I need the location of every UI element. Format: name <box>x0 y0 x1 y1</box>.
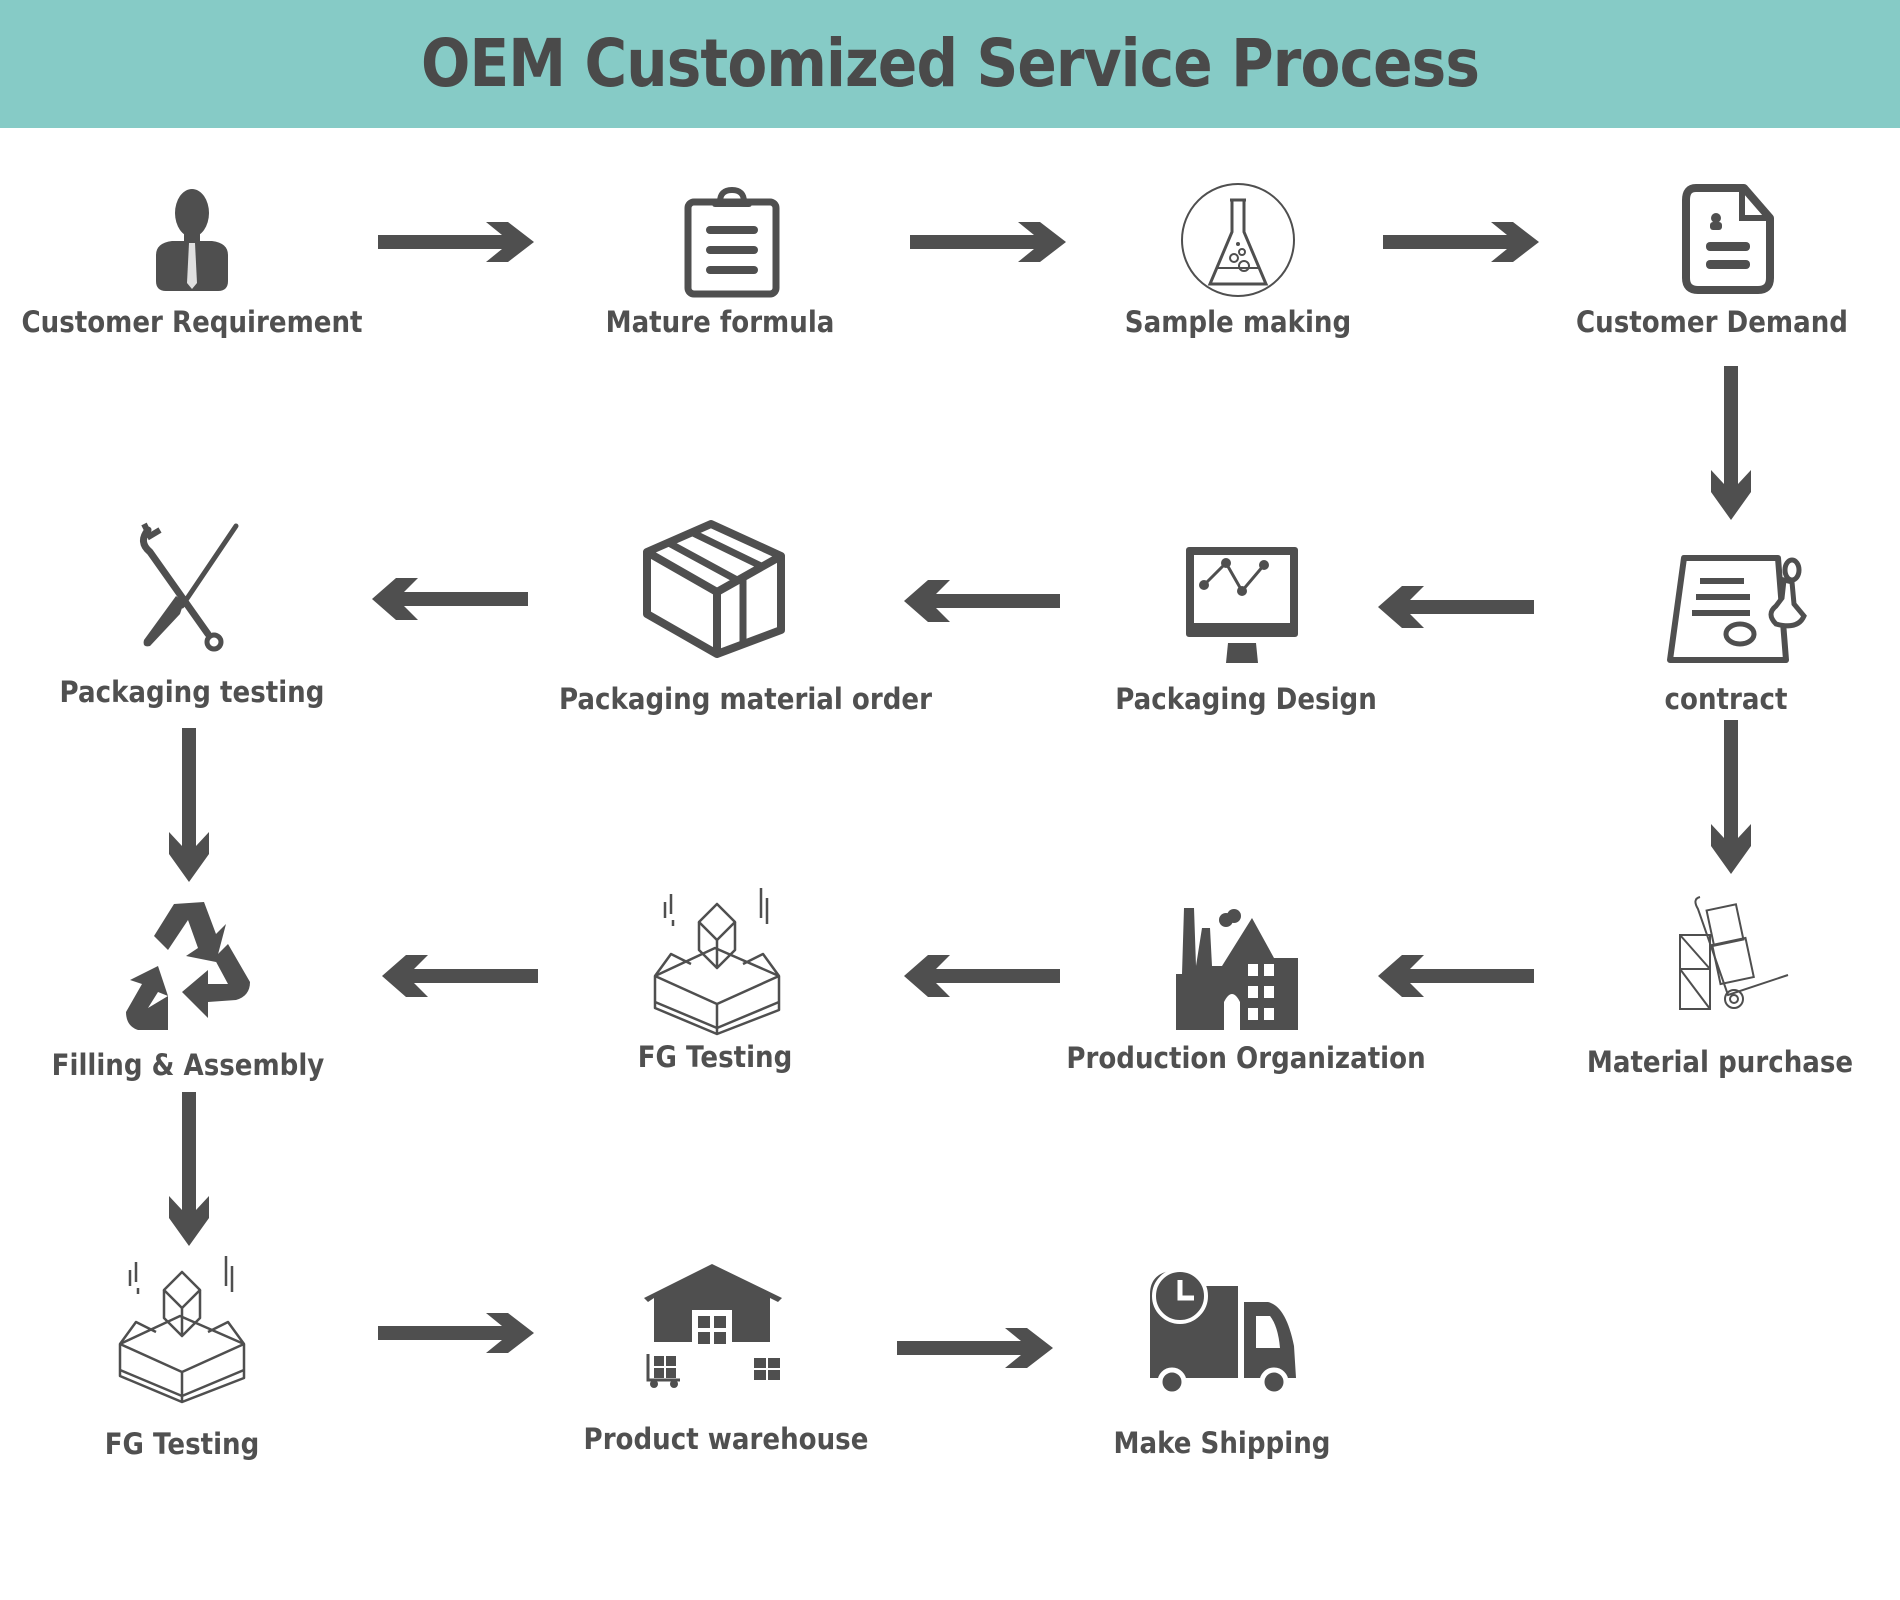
step-label: Packaging testing <box>59 675 325 709</box>
step-label: Make Shipping <box>1113 1426 1331 1460</box>
arrow-down <box>1711 366 1751 520</box>
box-drop-icon <box>651 884 781 1036</box>
step-label: contract <box>1664 682 1788 716</box>
warehouse-icon <box>642 1262 784 1390</box>
header-banner: OEM Customized Service Process <box>0 0 1900 128</box>
arrow-left <box>382 955 538 997</box>
hand-truck-icon <box>1676 895 1796 1013</box>
businessman-icon <box>142 185 242 295</box>
contract-stamp-icon <box>1666 552 1816 664</box>
page-title: OEM Customized Service Process <box>420 25 1480 102</box>
step-label: Customer Demand <box>1576 305 1848 339</box>
box-drop-icon <box>116 1252 246 1404</box>
step-label: Mature formula <box>605 305 835 339</box>
step-label: FG Testing <box>104 1427 260 1461</box>
arrow-left <box>1378 586 1534 628</box>
step-label: FG Testing <box>637 1040 793 1074</box>
arrow-down <box>1711 720 1751 874</box>
step-label: Sample making <box>1124 305 1352 339</box>
arrow-left <box>1378 955 1534 997</box>
step-label: Customer Requirement <box>21 305 363 339</box>
box-icon <box>643 520 785 658</box>
document-icon <box>1682 184 1774 294</box>
arrow-left <box>904 580 1060 622</box>
arrow-right <box>378 222 534 262</box>
arrow-right <box>897 1328 1053 1368</box>
monitor-chart-icon <box>1182 545 1302 663</box>
step-label: Packaging Design <box>1115 682 1377 716</box>
flask-icon <box>1180 182 1296 298</box>
arrow-right <box>910 222 1066 262</box>
step-label: Production Organization <box>1066 1041 1426 1075</box>
factory-icon <box>1174 906 1298 1030</box>
arrow-left <box>904 955 1060 997</box>
arrow-down <box>169 728 209 882</box>
arrow-right <box>1383 222 1539 262</box>
step-label: Material purchase <box>1586 1045 1854 1079</box>
arrow-left <box>372 578 528 620</box>
step-label: Filling & Assembly <box>51 1048 325 1082</box>
arrow-down <box>169 1092 209 1246</box>
clipboard-icon <box>684 186 780 298</box>
recycle-icon <box>124 900 254 1032</box>
tools-icon <box>138 522 242 652</box>
arrow-right <box>378 1313 534 1353</box>
delivery-truck-icon <box>1146 1266 1300 1397</box>
step-label: Packaging material order <box>559 682 932 716</box>
step-label: Product warehouse <box>583 1422 869 1456</box>
